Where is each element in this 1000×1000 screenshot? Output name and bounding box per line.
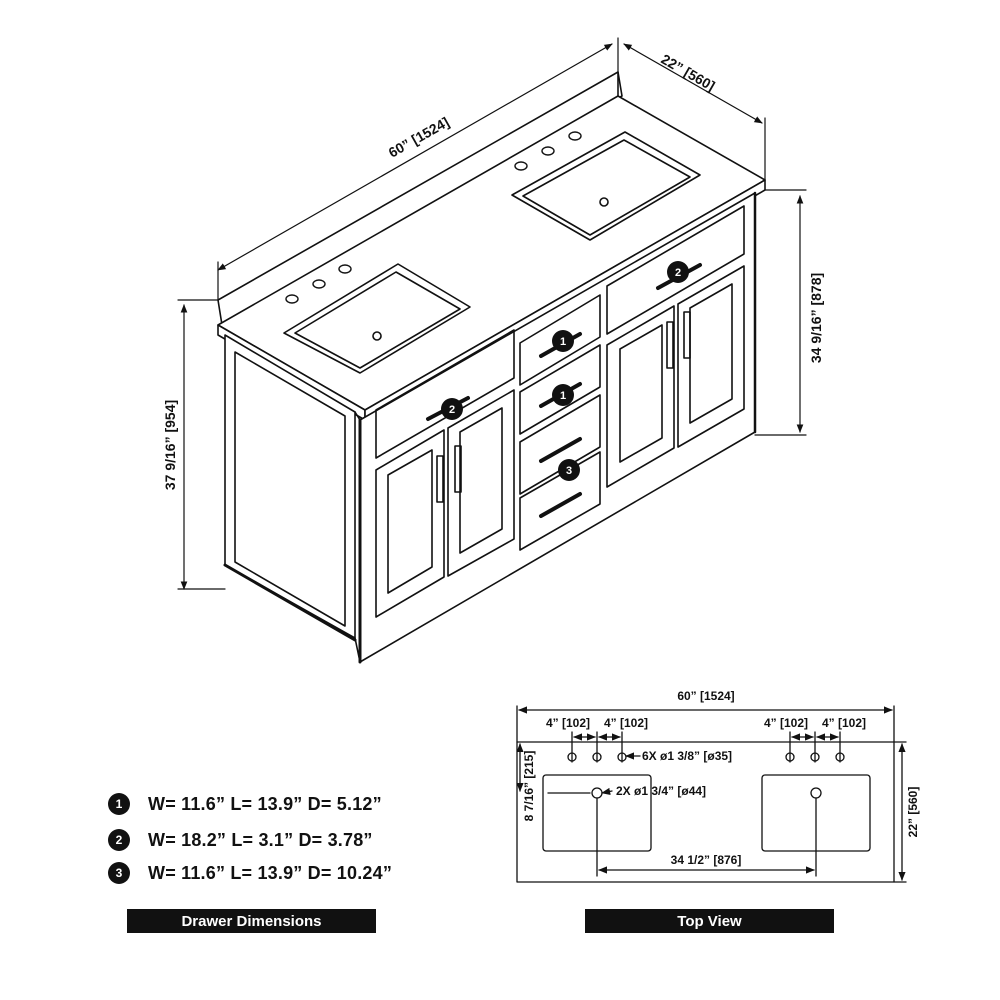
svg-text:1: 1 [560,336,566,348]
spacing-label: 4” [102] [822,716,866,730]
top-view [516,705,907,883]
door-pull [683,311,691,359]
faucet-hole [285,294,299,304]
legend-row: 3 W= 11.6” L= 13.9” D= 10.24” [108,862,392,884]
drawer-badge: 1 [552,330,574,352]
sink-spacing-label: 34 1/2” [876] [671,853,742,867]
vanity-isometric [217,71,766,664]
left-sink [283,263,471,374]
drawer-badge: 2 [667,261,689,283]
legend-row: 1 W= 11.6” L= 13.9” D= 5.12” [108,793,382,815]
legend-dimensions: W= 18.2” L= 3.1” D= 3.78” [148,829,373,850]
drain-hole [591,787,603,799]
drawer-pull [539,492,582,518]
top-view-caption: Top View [585,909,834,933]
iso-counter-height-label: 34 9/16” [878] [808,273,824,363]
drain-hole [372,331,382,341]
door-pull [666,321,674,369]
svg-text:2: 2 [675,267,681,279]
legend-badge: 1 [108,793,130,815]
legend-row: 2 W= 18.2” L= 3.1” D= 3.78” [108,829,373,851]
legend-dimensions: W= 11.6” L= 13.9” D= 5.12” [148,793,382,814]
drawer-dimensions-caption: Drawer Dimensions [127,909,376,933]
svg-text:2: 2 [449,404,455,416]
top-view-width-label: 60” [1524] [677,689,734,703]
iso-width-label: 60” [1524] [386,114,452,161]
drain-hole [810,787,822,799]
top-view-outline [516,741,895,883]
faucet-hole [312,279,326,289]
door-pull [436,455,444,503]
top-view-depth-label: 22” [560] [906,787,920,838]
drawer-badge: 3 [558,459,580,481]
iso-depth-label: 22” [560] [659,51,718,94]
offset-label: 8 7/16” [215] [522,751,536,822]
spacing-label: 4” [102] [604,716,648,730]
svg-text:3: 3 [566,465,572,477]
drawer-pull [539,437,582,463]
iso-total-height-label: 37 9/16” [954] [162,400,178,490]
legend-badge: 3 [108,862,130,884]
spacing-label: 4” [102] [764,716,808,730]
drawer-badge: 1 [552,384,574,406]
drain-holes-label: 2X ø1 3/4” [ø44] [616,784,706,798]
legend-badge: 2 [108,829,130,851]
iso-dimension-lines [177,37,807,590]
drawer-badge: 2 [441,398,463,420]
spacing-label: 4” [102] [546,716,590,730]
svg-text:1: 1 [560,390,566,402]
legend-dimensions: W= 11.6” L= 13.9” D= 10.24” [148,862,393,883]
faucet-holes-label: 6X ø1 3/8” [ø35] [642,749,732,763]
door-pull [454,445,462,493]
